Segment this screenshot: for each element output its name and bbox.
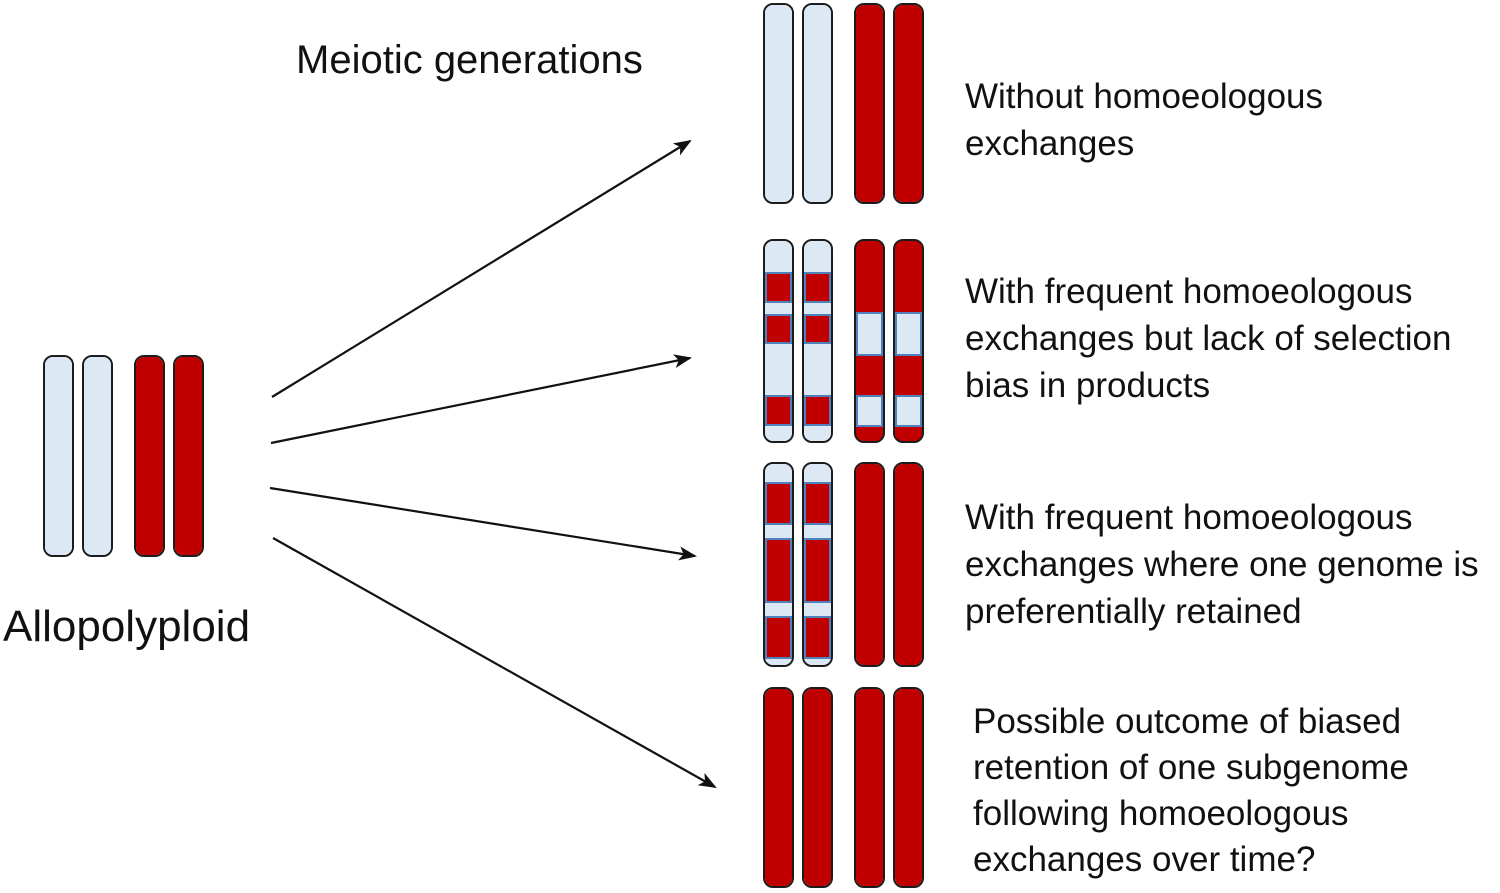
chromosome-segment-genome-a — [765, 241, 792, 272]
chromosome-segment-genome-b — [856, 241, 883, 313]
chromosome-genome-b — [802, 687, 833, 888]
chromosome-segment-genome-b — [856, 426, 883, 441]
outcome-3-label-line-2: exchanges where one genome is — [965, 545, 1479, 584]
outcome-2-label-line-2: exchanges but lack of selection — [965, 319, 1452, 358]
chromosome-segment-genome-a — [765, 464, 792, 482]
chromosome-segment-genome-a — [895, 312, 922, 357]
chromosome-genome-a — [763, 3, 794, 204]
chromosome-segment-genome-b — [765, 616, 792, 660]
arrow-to-outcome-3 — [269, 486, 697, 561]
chromosome-segment-genome-a — [765, 524, 792, 538]
chromosome-genome-a — [763, 462, 794, 667]
chromosome-segment-genome-b — [895, 426, 922, 441]
chromosome-segment-genome-a — [804, 303, 831, 315]
outcome-4-label-line-4: exchanges over time? — [973, 840, 1316, 879]
chromosome-genome-a — [763, 239, 794, 443]
chromosome-segment-genome-a — [804, 464, 831, 482]
arrow-to-outcome-2 — [270, 354, 692, 445]
chromosome-segment-genome-a — [45, 357, 72, 555]
outcome-2-label-line-1: With frequent homoeologous — [965, 272, 1413, 311]
chromosome-segment-genome-b — [136, 357, 163, 555]
arrow-to-outcome-1 — [271, 139, 692, 398]
chromosome-genome-b — [854, 462, 885, 667]
chromosome-genome-b — [134, 355, 165, 557]
chromosome-segment-genome-b — [804, 395, 831, 427]
chromosome-genome-b — [854, 687, 885, 888]
outcome-2-label-line-3: bias in products — [965, 366, 1211, 405]
chromosome-genome-a — [43, 355, 74, 557]
chromosome-segment-genome-a — [84, 357, 111, 555]
chromosome-segment-genome-a — [804, 241, 831, 272]
chromosome-segment-genome-a — [765, 426, 792, 441]
outcome-3-chromosome-group — [763, 462, 924, 667]
chromosome-segment-genome-b — [895, 241, 922, 313]
chromosome-segment-genome-a — [804, 344, 831, 396]
chromosome-segment-genome-b — [765, 271, 792, 304]
chromosome-segment-genome-a — [856, 312, 883, 357]
chromosome-genome-b — [173, 355, 204, 557]
chromosome-segment-genome-a — [765, 603, 792, 617]
chromosome-segment-genome-b — [895, 464, 922, 665]
chromosome-segment-genome-a — [804, 603, 831, 617]
chromosome-segment-genome-b — [895, 689, 922, 886]
chromosome-segment-genome-b — [765, 481, 792, 525]
outcome-1-label-line-1: Without homoeologous — [965, 77, 1323, 116]
outcome-4-label-line-1: Possible outcome of biased — [973, 702, 1402, 741]
chromosome-segment-genome-b — [895, 5, 922, 202]
chromosome-segment-genome-a — [804, 659, 831, 665]
chromosome-segment-genome-a — [765, 5, 792, 202]
chromosome-segment-genome-b — [804, 537, 831, 604]
chromosome-segment-genome-a — [804, 524, 831, 538]
chromosome-segment-genome-a — [765, 659, 792, 665]
chromosome-segment-genome-a — [804, 5, 831, 202]
chromosome-genome-a — [802, 462, 833, 667]
chromosome-segment-genome-b — [804, 481, 831, 525]
chromosome-genome-a — [802, 239, 833, 443]
chromosome-genome-b — [893, 239, 924, 443]
chromosome-genome-a — [82, 355, 113, 557]
outcome-1-label-line-2: exchanges — [965, 124, 1135, 163]
outcome-4-label-line-3: following homoeologous — [973, 794, 1349, 833]
outcome-1-chromosome-group — [763, 3, 924, 204]
chromosome-segment-genome-b — [856, 5, 883, 202]
chromosome-segment-genome-b — [765, 689, 792, 886]
outcome-4-chromosome-group — [763, 687, 924, 888]
outcome-2-label: With frequent homoeologous exchanges but… — [965, 268, 1451, 409]
chromosome-segment-genome-b — [765, 314, 792, 345]
outcome-3-label-line-3: preferentially retained — [965, 592, 1302, 631]
chromosome-genome-b — [763, 687, 794, 888]
chromosome-segment-genome-b — [804, 314, 831, 345]
outcome-4-label-line-2: retention of one subgenome — [973, 748, 1409, 787]
chromosome-segment-genome-b — [175, 357, 202, 555]
chromosome-segment-genome-b — [895, 356, 922, 396]
chromosome-genome-b — [854, 239, 885, 443]
chromosome-genome-b — [893, 687, 924, 888]
chromosome-segment-genome-b — [856, 356, 883, 396]
chromosome-segment-genome-a — [895, 395, 922, 427]
allopolyploid-chromosome-group — [43, 355, 204, 557]
outcome-3-label-line-1: With frequent homoeologous — [965, 498, 1413, 537]
chromosome-genome-b — [893, 462, 924, 667]
chromosome-genome-b — [854, 3, 885, 204]
allopolyploid-label: Allopolyploid — [3, 602, 251, 651]
chromosome-segment-genome-b — [765, 395, 792, 427]
chromosome-segment-genome-b — [804, 271, 831, 304]
chromosome-segment-genome-b — [856, 464, 883, 665]
chromosome-genome-a — [802, 3, 833, 204]
chromosome-segment-genome-b — [804, 689, 831, 886]
chromosome-segment-genome-b — [765, 537, 792, 604]
chromosome-genome-b — [893, 3, 924, 204]
chromosome-segment-genome-b — [856, 689, 883, 886]
outcome-4-label: Possible outcome of biased retention of … — [973, 699, 1409, 883]
outcome-2-chromosome-group — [763, 239, 924, 443]
meiotic-generations-label: Meiotic generations — [296, 38, 643, 82]
chromosome-segment-genome-a — [804, 426, 831, 441]
chromosome-segment-genome-a — [765, 344, 792, 396]
outcome-1-label: Without homoeologous exchanges — [965, 73, 1323, 167]
arrow-to-outcome-4 — [272, 537, 717, 788]
chromosome-segment-genome-a — [856, 395, 883, 427]
chromosome-segment-genome-a — [765, 303, 792, 315]
outcome-3-label: With frequent homoeologous exchanges whe… — [965, 494, 1479, 635]
chromosome-segment-genome-b — [804, 616, 831, 660]
